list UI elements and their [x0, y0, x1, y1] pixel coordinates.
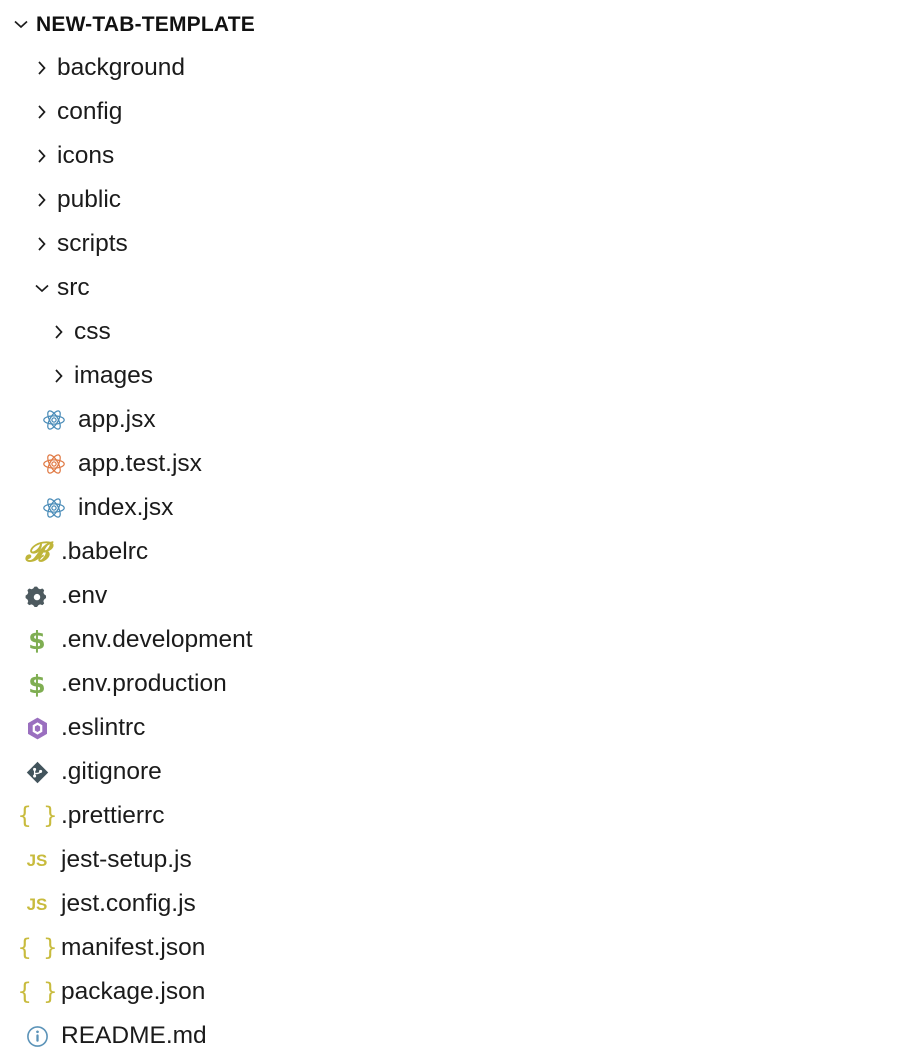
file-label: jest.config.js: [61, 889, 196, 917]
tree-folder-row-css[interactable]: css: [0, 310, 898, 354]
tree-file-row-manifest-json[interactable]: { }manifest.json: [0, 926, 898, 970]
gear-icon: [22, 581, 52, 611]
braces-icon: { }: [17, 934, 58, 961]
chevron-down-icon[interactable]: [27, 273, 57, 303]
file-label: README.md: [61, 1021, 207, 1049]
explorer-root-folder[interactable]: NEW-TAB-TEMPLATE: [0, 2, 898, 46]
file-label: .env: [61, 581, 108, 609]
react-test-icon: [39, 449, 69, 479]
folder-label: background: [57, 53, 186, 81]
file-label: app.test.jsx: [78, 449, 202, 477]
chevron-right-icon[interactable]: [27, 53, 57, 83]
tree-folder-row-public[interactable]: public: [0, 178, 898, 222]
tree-file-row-jest-setup-js[interactable]: JS jest-setup.js: [0, 838, 898, 882]
chevron-right-icon[interactable]: [27, 97, 57, 127]
folder-label: scripts: [57, 229, 128, 257]
file-label: index.jsx: [78, 493, 174, 521]
react-icon: [39, 493, 69, 523]
eslint-icon: [22, 713, 52, 743]
folder-label: images: [74, 361, 153, 389]
file-label: .eslintrc: [61, 713, 146, 741]
file-label: .prettierrc: [61, 801, 165, 829]
folder-label: public: [57, 185, 122, 213]
chevron-right-icon[interactable]: [44, 361, 74, 391]
folder-label: css: [74, 317, 111, 345]
js-icon: JS: [26, 850, 48, 870]
file-label: manifest.json: [61, 933, 206, 961]
file-label: .gitignore: [61, 757, 162, 785]
tree-file-row-prettierrc[interactable]: { }.prettierrc: [0, 794, 898, 838]
tree-file-row-app-jsx[interactable]: app.jsx: [0, 398, 898, 442]
braces-icon: { }: [17, 978, 58, 1005]
folder-label: config: [57, 97, 123, 125]
dollar-icon: $: [28, 669, 46, 699]
tree-file-row-index-jsx[interactable]: index.jsx: [0, 486, 898, 530]
info-icon: [22, 1021, 52, 1051]
react-icon: [39, 405, 69, 435]
chevron-right-icon[interactable]: [27, 229, 57, 259]
tree-folder-row-icons[interactable]: icons: [0, 134, 898, 178]
tree-folder-row-scripts[interactable]: scripts: [0, 222, 898, 266]
folder-label: icons: [57, 141, 115, 169]
babel-icon: 𝓑: [25, 536, 49, 568]
tree-file-row-env-production[interactable]: $ .env.production: [0, 662, 898, 706]
chevron-right-icon[interactable]: [44, 317, 74, 347]
tree-file-row-babelrc[interactable]: 𝓑 .babelrc: [0, 530, 898, 574]
tree-file-row-jest-config-js[interactable]: JS jest.config.js: [0, 882, 898, 926]
folder-label: src: [57, 273, 90, 301]
tree-file-row-gitignore[interactable]: .gitignore: [0, 750, 898, 794]
tree-file-row-package-json[interactable]: { }package.json: [0, 970, 898, 1014]
file-label: .env.production: [61, 669, 227, 697]
git-icon: [22, 757, 52, 787]
chevron-right-icon[interactable]: [27, 185, 57, 215]
tree-file-row-readme-md[interactable]: README.md: [0, 1014, 898, 1058]
tree-file-row-env-development[interactable]: $ .env.development: [0, 618, 898, 662]
file-label: .env.development: [61, 625, 253, 653]
js-icon: JS: [26, 894, 48, 914]
tree-folder-row-images[interactable]: images: [0, 354, 898, 398]
tree-folder-row-background[interactable]: background: [0, 46, 898, 90]
chevron-down-icon[interactable]: [6, 9, 36, 39]
dollar-icon: $: [28, 625, 46, 655]
tree-file-row-eslintrc[interactable]: .eslintrc: [0, 706, 898, 750]
braces-icon: { }: [17, 802, 58, 829]
tree-file-row-app-test-jsx[interactable]: app.test.jsx: [0, 442, 898, 486]
file-label: .babelrc: [61, 537, 149, 565]
file-label: app.jsx: [78, 405, 156, 433]
explorer-root-label: NEW-TAB-TEMPLATE: [36, 12, 255, 36]
chevron-right-icon[interactable]: [27, 141, 57, 171]
tree-file-row-env[interactable]: .env: [0, 574, 898, 618]
file-label: package.json: [61, 977, 206, 1005]
file-label: jest-setup.js: [61, 845, 192, 873]
tree-folder-row-config[interactable]: config: [0, 90, 898, 134]
tree-folder-row-src[interactable]: src: [0, 266, 898, 310]
